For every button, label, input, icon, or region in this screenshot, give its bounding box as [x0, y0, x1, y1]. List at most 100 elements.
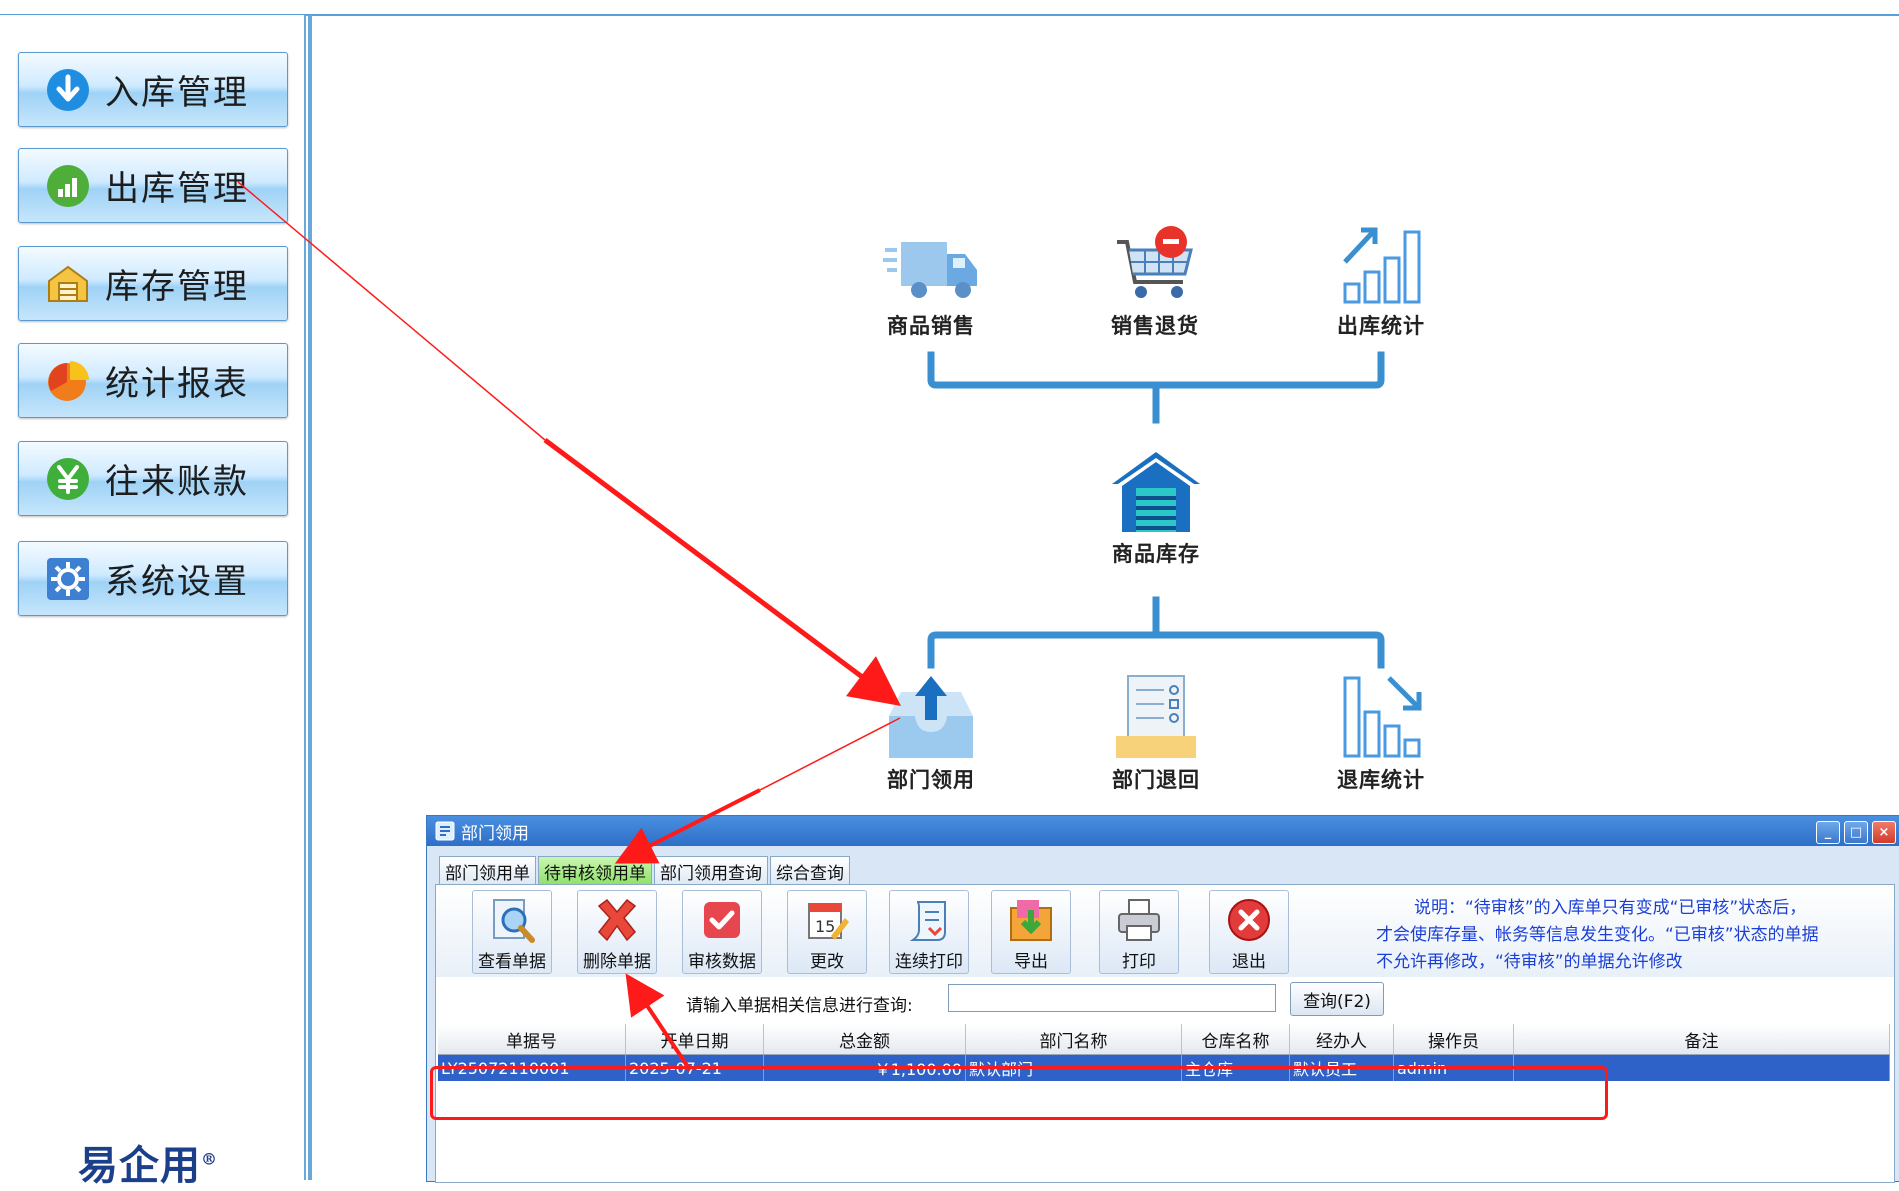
sidebar-item-label: 入库管理 — [105, 73, 249, 113]
truck-icon — [883, 242, 977, 298]
yen-icon — [45, 456, 91, 502]
sidebar-item-accounts[interactable]: 往来账款 — [18, 441, 288, 516]
flow-node-return-stats[interactable]: 退库统计 — [1316, 672, 1446, 794]
tab-panel: 查看单据 删除单据 审核数据 15 更改 连续打印 导出 — [435, 884, 1895, 1183]
toolbar-label: 更改 — [810, 952, 844, 972]
column-header[interactable]: 操作员 — [1394, 1024, 1514, 1054]
flow-node-dept-requisition[interactable]: 部门领用 — [866, 672, 996, 794]
print-button[interactable]: 打印 — [1099, 890, 1179, 974]
column-header[interactable]: 备注 — [1514, 1024, 1890, 1054]
column-header[interactable]: 开单日期 — [626, 1024, 764, 1054]
continuous-print-button[interactable]: 连续打印 — [889, 890, 969, 974]
bar-chart-icon — [45, 163, 91, 209]
main-panel — [310, 15, 1899, 1180]
sidebar-item-label: 往来账款 — [105, 462, 249, 502]
column-header[interactable]: 仓库名称 — [1182, 1024, 1290, 1054]
scroll-print-icon — [902, 895, 956, 945]
toolbar-label: 打印 — [1122, 952, 1156, 972]
column-header[interactable]: 部门名称 — [966, 1024, 1182, 1054]
svg-text:15: 15 — [815, 917, 835, 936]
window-tabs: 部门领用单 待审核领用单 部门领用查询 综合查询 — [439, 856, 852, 885]
rising-bars-icon — [1343, 227, 1421, 304]
window-titlebar[interactable]: 部门领用 — [427, 816, 1899, 846]
toolbar-label: 退出 — [1232, 952, 1266, 972]
review-note-line-2: 才会使库存量、帐务等信息发生变化。“已审核”状态的单据 — [1376, 925, 1819, 945]
toolbar-label: 连续打印 — [895, 952, 963, 972]
exit-button[interactable]: 退出 — [1209, 890, 1289, 974]
review-note-line-1: 说明：“待审核”的入库单只有变成“已审核”状态后， — [1414, 898, 1807, 918]
query-button[interactable]: 查询(F2) — [1290, 982, 1384, 1016]
gear-icon — [45, 556, 91, 602]
maximize-button[interactable]: □ — [1844, 821, 1868, 844]
window-title: 部门领用 — [461, 823, 529, 844]
pie-chart-icon — [45, 358, 91, 404]
tab-dept-requisition-query[interactable]: 部门领用查询 — [654, 856, 768, 885]
app-icon — [435, 821, 455, 841]
download-icon — [45, 67, 91, 113]
flow-node-product-inventory[interactable]: 商品库存 — [1091, 448, 1221, 568]
printer-icon — [1112, 895, 1166, 945]
view-document-button[interactable]: 查看单据 — [472, 890, 552, 974]
tab-combined-query[interactable]: 综合查询 — [770, 856, 850, 885]
brand-registered-mark: ® — [201, 1149, 218, 1169]
warehouse-box-icon — [45, 261, 91, 307]
window-controls: _ □ × — [1816, 821, 1896, 844]
cart-remove-icon — [1117, 226, 1193, 298]
flow-node-dept-return[interactable]: 部门退回 — [1091, 672, 1221, 794]
grid-header: 单据号 开单日期 总金额 部门名称 仓库名称 经办人 操作员 备注 — [438, 1024, 1890, 1055]
toolbar: 查看单据 删除单据 审核数据 15 更改 连续打印 导出 — [436, 885, 1894, 977]
flow-node-label: 销售退货 — [1111, 314, 1199, 338]
sidebar-divider — [308, 15, 310, 1180]
flow-node-label: 部门退回 — [1112, 768, 1200, 792]
search-label: 请输入单据相关信息进行查询: — [686, 996, 913, 1016]
edit-button[interactable]: 15 更改 — [787, 890, 867, 974]
toolbar-label: 审核数据 — [688, 952, 756, 972]
sidebar-item-label: 统计报表 — [105, 364, 249, 404]
column-header[interactable]: 单据号 — [438, 1024, 626, 1054]
falling-bars-icon — [1343, 676, 1422, 758]
check-icon — [695, 895, 749, 945]
review-note: 说明：“待审核”的入库单只有变成“已审核”状态后， 才会使库存量、帐务等信息发生… — [1376, 895, 1876, 976]
warehouse-icon — [1112, 452, 1200, 532]
review-note-line-3: 不允许再修改，“待审核”的单据允许修改 — [1376, 952, 1683, 972]
sidebar-item-label: 出库管理 — [105, 169, 249, 209]
flow-node-label: 出库统计 — [1337, 314, 1425, 338]
top-border — [0, 14, 1899, 16]
search-row: 请输入单据相关信息进行查询: 查询(F2) — [436, 977, 1894, 1023]
delete-document-button[interactable]: 删除单据 — [577, 890, 657, 974]
table-cell — [1514, 1055, 1890, 1081]
receipt-tray-icon — [1116, 675, 1196, 758]
sidebar-item-label: 库存管理 — [105, 267, 249, 307]
toolbar-label: 导出 — [1014, 952, 1048, 972]
approve-data-button[interactable]: 审核数据 — [682, 890, 762, 974]
sidebar-item-label: 系统设置 — [105, 562, 249, 602]
dept-requisition-window: 部门领用 _ □ × 部门领用单 待审核领用单 部门领用查询 综合查询 查看单据… — [426, 815, 1899, 1183]
delete-x-icon — [590, 895, 644, 945]
close-button[interactable]: × — [1872, 821, 1896, 844]
highlight-box — [430, 1066, 1608, 1120]
search-input[interactable] — [948, 984, 1276, 1012]
toolbar-label: 删除单据 — [583, 952, 651, 972]
flow-node-label: 退库统计 — [1337, 768, 1425, 792]
sidebar-item-inbound[interactable]: 入库管理 — [18, 52, 288, 127]
minimize-button[interactable]: _ — [1816, 821, 1840, 844]
tab-pending-review[interactable]: 待审核领用单 — [538, 856, 652, 885]
export-icon — [1004, 895, 1058, 945]
flow-node-label: 商品库存 — [1112, 542, 1200, 566]
column-header[interactable]: 经办人 — [1290, 1024, 1394, 1054]
column-header[interactable]: 总金额 — [764, 1024, 966, 1054]
flow-node-label: 部门领用 — [887, 768, 975, 792]
tab-dept-requisition-form[interactable]: 部门领用单 — [439, 856, 536, 885]
flow-node-label: 商品销售 — [887, 314, 975, 338]
flow-node-product-sales[interactable]: 商品销售 — [866, 228, 996, 340]
flow-node-outbound-stats[interactable]: 出库统计 — [1316, 224, 1446, 340]
calendar-edit-icon: 15 — [800, 895, 854, 945]
tray-upload-icon — [889, 676, 973, 758]
magnifier-document-icon — [485, 895, 539, 945]
flow-node-sales-return[interactable]: 销售退货 — [1090, 224, 1220, 340]
toolbar-label: 查看单据 — [478, 952, 546, 972]
exit-x-icon — [1222, 895, 1276, 945]
sidebar-item-settings[interactable]: 系统设置 — [18, 541, 288, 616]
export-button[interactable]: 导出 — [991, 890, 1071, 974]
